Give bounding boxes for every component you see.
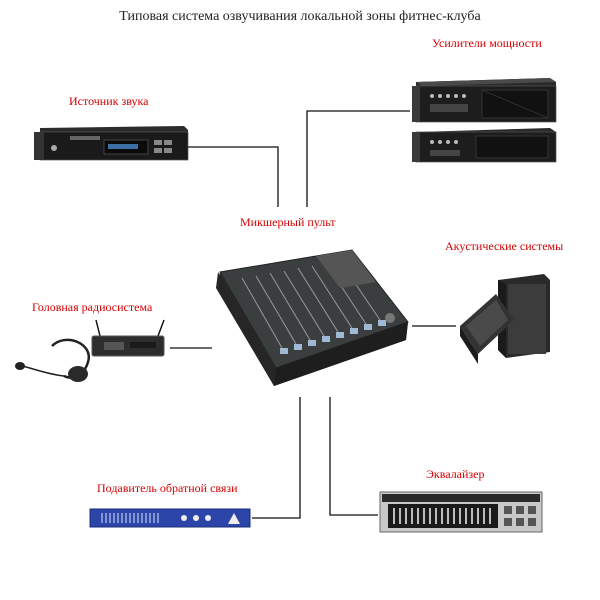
power-amplifier-icon	[412, 78, 557, 163]
speaker-icon	[460, 274, 550, 364]
mixer-label: Микшерный пульт	[240, 215, 336, 229]
page-title: Типовая система озвучивания локальной зо…	[119, 9, 481, 24]
cd-player-icon	[34, 126, 189, 161]
wire-source-mixer	[188, 146, 279, 207]
radio-label: Головная радиосистема	[32, 300, 153, 314]
equalizer-label: Эквалайзер	[426, 467, 485, 481]
wire-amplifiers-mixer	[306, 110, 410, 207]
feedback-label: Подавитель обратной связи	[97, 481, 238, 495]
source-label: Источник звука	[69, 94, 149, 108]
graphic-equalizer-icon	[379, 491, 543, 533]
wire-mixer-feedback	[252, 397, 301, 519]
speakers-label: Акустические системы	[445, 239, 564, 253]
amplifiers-label: Усилители мощности	[432, 36, 542, 50]
wire-mixer-equalizer	[329, 397, 378, 516]
wireless-headset-system-icon	[15, 319, 165, 382]
mixer-console-icon	[216, 249, 409, 386]
feedback-suppressor-icon	[89, 508, 251, 528]
